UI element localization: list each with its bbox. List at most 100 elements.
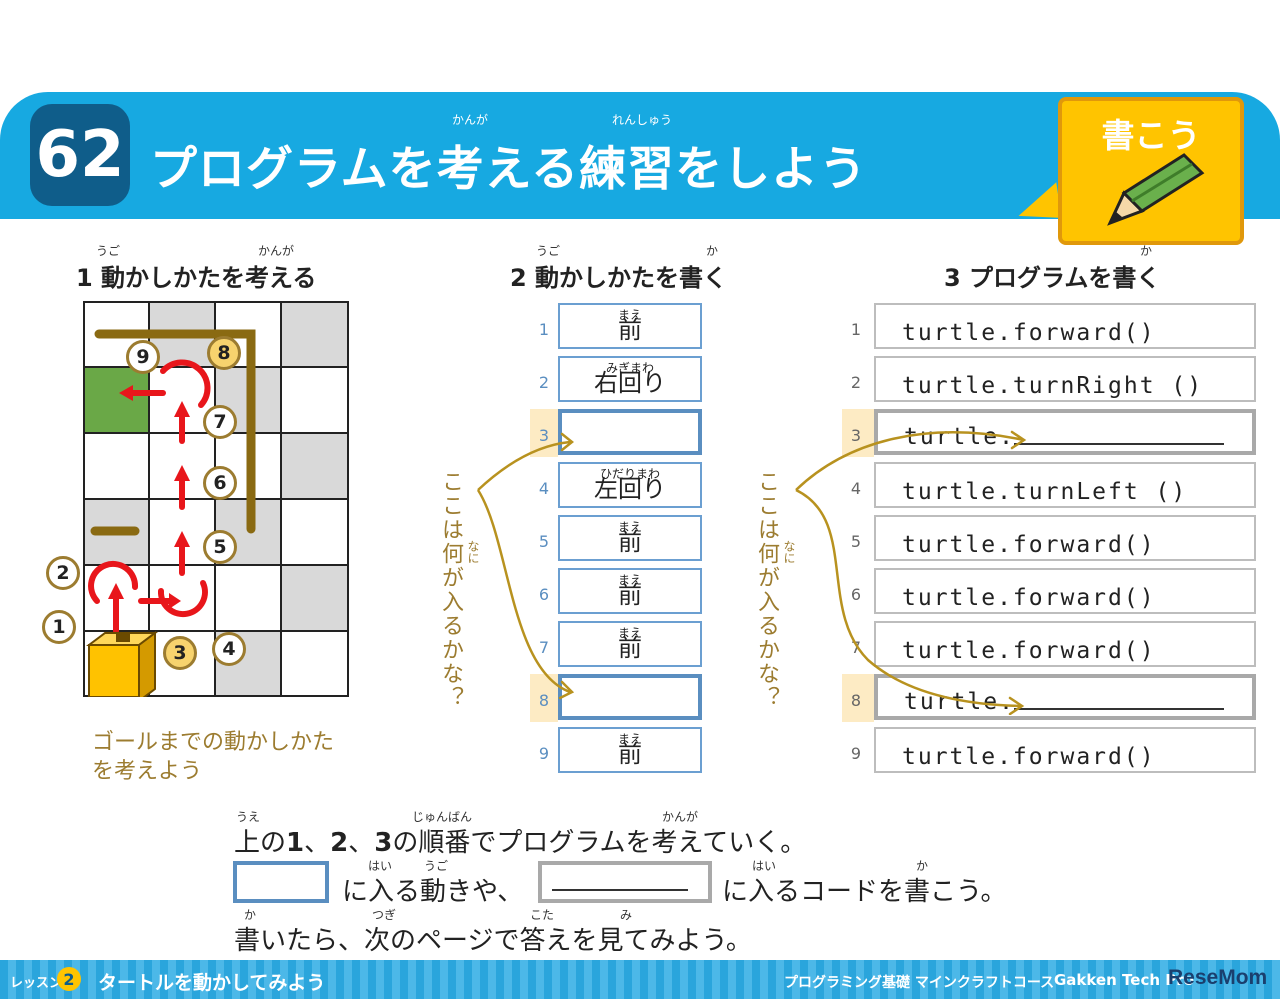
sec3-row-num: 2 <box>850 373 862 392</box>
badge-speech-tail <box>1014 182 1062 224</box>
sec3-row-num: 9 <box>850 744 862 763</box>
code-text: turtle.forward() <box>902 744 1156 770</box>
code-text: turtle. <box>904 689 1015 715</box>
sec2-row-num: 5 <box>538 532 550 551</box>
sec3-row-num: 6 <box>850 585 862 604</box>
move-text: 前 <box>618 634 642 662</box>
inst-num-3: 3 <box>374 828 393 858</box>
inst-ruby-ka: か <box>916 859 929 873</box>
section2-heading: 2 動かしかたを書く <box>510 264 728 292</box>
move-ruby: まえ <box>617 732 642 746</box>
sec2-row-num: 6 <box>538 585 550 604</box>
sec3-row-num: 4 <box>850 479 862 498</box>
move-text: 前 <box>618 581 642 609</box>
section1-heading: 1 動かしかたを考える <box>76 264 317 292</box>
step-badge-1: 1 <box>42 610 76 644</box>
sec2-row-num: 2 <box>538 373 550 392</box>
move-box-6: まえ前 <box>558 568 702 614</box>
sec3-row-num: 8 <box>850 691 862 710</box>
code-text: turtle.forward() <box>902 532 1156 558</box>
step-badge-7: 7 <box>203 405 237 439</box>
code-box-1: turtle.forward() <box>874 303 1256 349</box>
grid-overlay <box>83 301 349 697</box>
sec2-ruby-ka: か <box>706 244 719 258</box>
sec2-question: ここは何が入るかな？ <box>438 470 463 710</box>
inst-ruby-mi: み <box>620 908 633 922</box>
move-answer-box-3[interactable] <box>558 409 702 455</box>
sec3-row-num: 5 <box>850 532 862 551</box>
inst-ruby-hai-2: はい <box>752 859 777 873</box>
code-row8-highlight <box>842 674 874 722</box>
grid-caption-line-2: を考えよう <box>92 759 203 784</box>
move-text: 左回り <box>594 475 666 503</box>
inst-text: 、 <box>304 828 331 858</box>
step-badge-6: 6 <box>203 466 237 500</box>
code-box-5: turtle.forward() <box>874 515 1256 561</box>
lesson-number-badge: 62 <box>30 104 130 206</box>
footer-lesson-title: タートルを動かしてみよう <box>98 972 326 994</box>
move-box-9: まえ前 <box>558 727 702 773</box>
inst-ruby-kota: こた <box>530 908 555 922</box>
move-box-5: まえ前 <box>558 515 702 561</box>
move-ruby: みぎまわ <box>605 361 654 375</box>
instruction-line-2a: に入る動きや、 <box>342 877 524 907</box>
inst-ruby-tsugi: つぎ <box>372 908 397 922</box>
code-box-4: turtle.turnLeft () <box>874 462 1256 508</box>
step-badge-4: 4 <box>212 632 246 666</box>
sec2-row-num: 3 <box>538 426 550 445</box>
move-text: 前 <box>618 740 642 768</box>
write-badge-label: 書こう <box>1101 116 1201 155</box>
legend-code-box <box>538 861 712 903</box>
code-answer-box-8[interactable]: turtle. <box>874 674 1256 720</box>
sec2-question-arrows <box>476 432 575 700</box>
sec3-question: ここは何が入るかな？ <box>754 470 779 710</box>
step-badge-8: 8 <box>207 336 241 370</box>
move-box-2: みぎまわ右回り <box>558 356 702 402</box>
code-box-9: turtle.forward() <box>874 727 1256 773</box>
code-text: turtle.forward() <box>902 320 1156 346</box>
code-box-6: turtle.forward() <box>874 568 1256 614</box>
footer-lesson-label: レッスン <box>10 976 63 991</box>
footer-lesson-number: 2 <box>57 967 81 991</box>
sec3-row-num: 1 <box>850 320 862 339</box>
inst-text: 、 <box>348 828 375 858</box>
watermark-logo: ReseMom <box>1168 966 1268 989</box>
instruction-line-1: 上の1、2、3の順番でプログラムを考えていく。 <box>234 822 806 859</box>
move-ruby: まえ <box>617 308 642 322</box>
footer-brand: Gakken Tech Pro <box>1054 971 1194 989</box>
inst-ruby-ue: うえ <box>236 810 261 824</box>
legend-code-blank-line <box>552 889 688 891</box>
code-box-7: turtle.forward() <box>874 621 1256 667</box>
instruction-line-3: 書いたら、次のページで答えを見てみよう。 <box>234 926 752 956</box>
sec3-question-arrows <box>795 430 1027 715</box>
code-text: turtle. <box>904 424 1015 450</box>
inst-num-2: 2 <box>330 828 349 858</box>
sec2-row-num: 4 <box>538 479 550 498</box>
code-blank-line <box>1014 443 1224 445</box>
code-blank-line <box>1014 708 1224 710</box>
code-box-2: turtle.turnRight () <box>874 356 1256 402</box>
sec3-row-num: 7 <box>850 638 862 657</box>
move-text: 前 <box>618 528 642 556</box>
sec2-row-num: 1 <box>538 320 550 339</box>
sec2-ruby-ugo: うご <box>536 244 561 258</box>
sec1-ruby-ugo: うご <box>96 244 121 258</box>
turtle-block <box>86 631 158 697</box>
sec3-row-num: 3 <box>850 426 862 445</box>
move-ruby: ひだりまわ <box>599 467 660 481</box>
inst-ruby-ka-2: か <box>244 908 257 922</box>
goal-cell <box>83 367 149 433</box>
write-badge: 書こう <box>1058 97 1244 245</box>
move-text: 前 <box>618 316 642 344</box>
sec3-question-ruby: なに <box>782 540 796 564</box>
inst-ruby-hai: はい <box>368 859 393 873</box>
sec3-ruby-ka: か <box>1140 244 1153 258</box>
grid-caption-line-1: ゴールまでの動かしかた <box>92 730 335 755</box>
code-text: turtle.forward() <box>902 585 1156 611</box>
pencil-icon <box>1107 153 1205 226</box>
move-box-7: まえ前 <box>558 621 702 667</box>
step-badge-5: 5 <box>203 530 237 564</box>
code-text: turtle.forward() <box>902 638 1156 664</box>
page-title: プログラムを考える練習をしよう <box>150 142 868 197</box>
inst-text: 上の <box>234 828 287 858</box>
